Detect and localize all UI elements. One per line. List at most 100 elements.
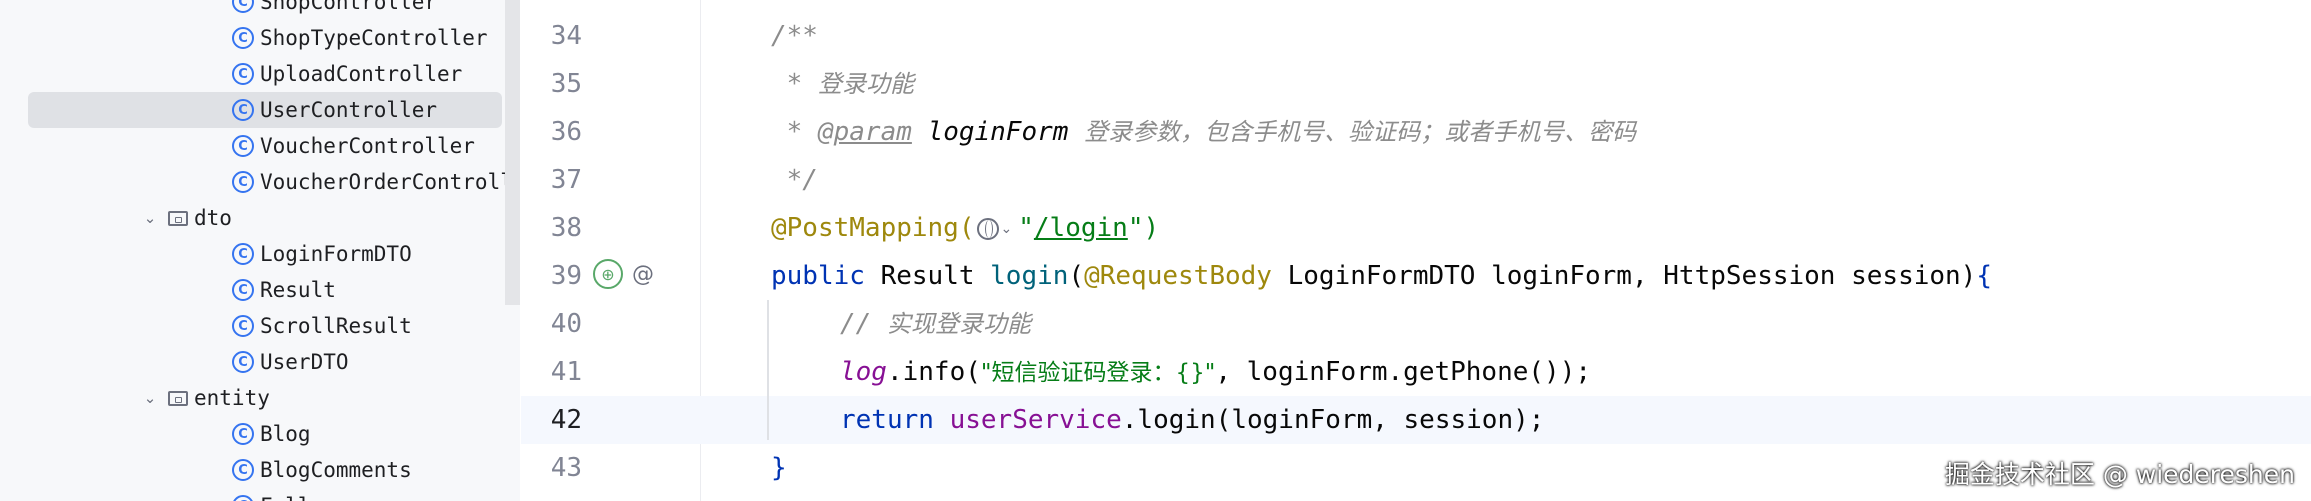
code-line-38[interactable]: @PostMapping( ⌄ "/login") (771, 204, 1159, 252)
code-line-37[interactable]: */ (771, 156, 818, 204)
keyword: return (840, 405, 934, 435)
space (934, 405, 950, 435)
paren: ( (1068, 261, 1085, 291)
watermark: 掘金技术社区 @ wiedereshen (1944, 460, 2295, 489)
indent-guide (767, 300, 769, 440)
current-line-highlight (521, 396, 2311, 444)
class-icon: C (232, 279, 254, 301)
params: LoginFormDTO loginForm, HttpSession sess… (1271, 261, 1977, 291)
type-name: Result (864, 261, 991, 291)
tree-class-item[interactable]: C ShopController (0, 0, 505, 20)
tree-item-label: BlogComments (260, 458, 412, 482)
code-line-41[interactable]: log.info("短信验证码登录：{}", loginForm.getPhon… (840, 348, 1591, 396)
tree-class-item[interactable]: C UploadController (0, 56, 505, 92)
class-icon: C (232, 495, 254, 501)
tree-item-label: VoucherController (260, 134, 475, 158)
tree-class-item[interactable]: C VoucherController (0, 128, 505, 164)
line-number: 40 (550, 309, 582, 339)
tree-item-label: ScrollResult (260, 314, 412, 338)
comment-text: 实现登录功能 (886, 310, 1031, 338)
package-folder-icon (168, 390, 188, 406)
class-icon: C (232, 171, 254, 193)
class-icon: C (232, 351, 254, 373)
class-icon: C (232, 63, 254, 85)
doc-star: * (786, 69, 818, 99)
tree-folder[interactable]: ⌄ entity (0, 380, 505, 416)
class-icon: C (232, 459, 254, 481)
brace: { (1976, 261, 1992, 291)
line-number: 37 (550, 165, 582, 195)
class-icon: C (232, 315, 254, 337)
tree-class-item[interactable]: C Blog (0, 416, 505, 452)
web-endpoint-icon[interactable]: ⊕ (593, 259, 623, 289)
class-icon: C (232, 27, 254, 49)
class-icon: C (232, 135, 254, 157)
code-line-34[interactable]: /** (771, 12, 818, 60)
tree-item-label: UserController (260, 98, 438, 122)
code-line-43[interactable]: } (771, 444, 787, 492)
code-line-35[interactable]: * 登录功能 (771, 60, 914, 108)
sidebar-scrollbar[interactable] (505, 0, 520, 305)
tree-item-label: entity (194, 386, 270, 410)
doc-star (771, 69, 787, 99)
tree-class-item[interactable]: CFollow (0, 488, 505, 501)
annotation: @RequestBody (1084, 261, 1272, 291)
tree-class-item[interactable]: C ShopTypeController (0, 20, 505, 56)
code-line-36[interactable]: * @param loginForm 登录参数，包含手机号、验证码；或者手机号、… (771, 108, 1636, 156)
tree-class-item[interactable]: C VoucherOrderControll (0, 164, 513, 200)
doc-indent (771, 165, 787, 195)
call-args: , loginForm.getPhone()); (1215, 357, 1592, 387)
tree-item-label: VoucherOrderControll (260, 170, 513, 194)
tree-class-item[interactable]: C BlogComments (0, 452, 505, 488)
brace: } (771, 453, 787, 483)
tree-class-item[interactable]: C LoginFormDTO (0, 236, 505, 272)
code-line-40[interactable]: // 实现登录功能 (840, 300, 1031, 348)
doc-star: * (786, 117, 818, 147)
code-line-39[interactable]: public Result login(@RequestBody LoginFo… (771, 252, 1992, 300)
line-number: 39 (550, 261, 582, 291)
tree-class-item[interactable]: C ScrollResult (0, 308, 505, 344)
line-number: 38 (550, 213, 582, 243)
string-quote: " (1018, 213, 1034, 243)
log-field: log (840, 357, 887, 387)
doc-param-text: 登录参数，包含手机号、验证码；或者手机号、密码 (1084, 118, 1637, 146)
chevron-down-icon[interactable]: ⌄ (1000, 220, 1013, 237)
annotation: @PostMapping( (771, 213, 975, 243)
method-call: .info( (886, 357, 981, 387)
doc-comment-close: */ (786, 165, 818, 195)
tree-item-label: dto (194, 206, 232, 230)
tree-class-item[interactable]: C Result (0, 272, 505, 308)
line-number: 41 (550, 357, 582, 387)
url-link[interactable]: /login (1033, 213, 1128, 243)
doc-comment-open: /** (771, 21, 818, 51)
doc-text: 登录功能 (817, 70, 914, 98)
line-number: 36 (550, 117, 582, 147)
tree-item-label: Result (260, 278, 336, 302)
chevron-down-icon[interactable]: ⌄ (143, 209, 157, 227)
class-icon: C (232, 243, 254, 265)
tree-item-label: Blog (260, 422, 311, 446)
line-comment: // (840, 309, 887, 339)
tree-item-label: ShopController (260, 0, 438, 14)
class-icon: C (232, 99, 254, 121)
class-icon: C (232, 0, 254, 13)
class-icon: C (232, 423, 254, 445)
line-number: 43 (550, 453, 582, 483)
keyword: public (771, 261, 865, 291)
code-line-42[interactable]: return userService.login(loginForm, sess… (840, 396, 1544, 444)
globe-icon[interactable] (976, 217, 999, 240)
tree-class-item[interactable]: C UserController (28, 92, 502, 128)
string-close: ") (1127, 213, 1160, 243)
line-number-current: 42 (550, 405, 582, 435)
tree-item-label: LoginFormDTO (260, 242, 412, 266)
at-icon[interactable]: @ (632, 261, 654, 287)
line-number: 34 (550, 21, 582, 51)
tree-folder[interactable]: ⌄ dto (0, 200, 505, 236)
chevron-down-icon[interactable]: ⌄ (143, 389, 157, 407)
tree-item-label: ShopTypeController (260, 26, 488, 50)
tree-item-label: UploadController (260, 62, 463, 86)
line-number: 35 (550, 69, 582, 99)
